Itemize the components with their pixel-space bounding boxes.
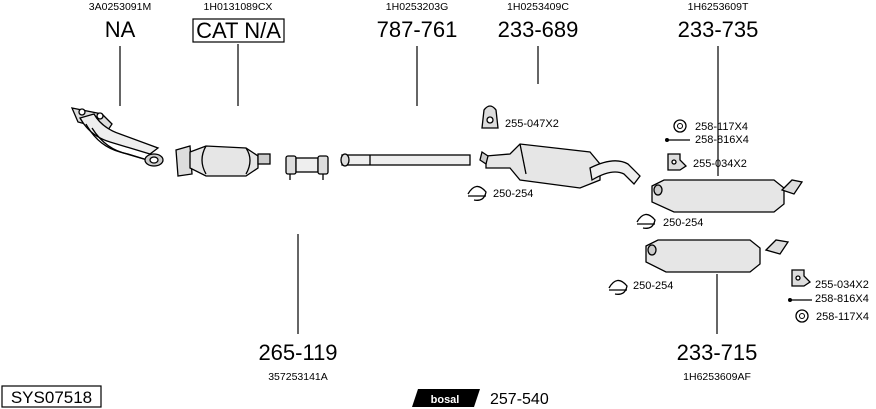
manifold-part (70, 107, 164, 167)
rear-silencer-top-oe-number: 1H6253609T (688, 1, 749, 13)
bottom-bracket-icon (791, 269, 812, 287)
mid-hanger-label: 255-047X2 (505, 118, 559, 130)
catalyst-oe-number: 1H0131089CX (204, 1, 273, 13)
rear-silencer-bottom-oe-number: 1H6253609AF (683, 371, 751, 383)
middle-silencer-part-number: 233-689 (498, 17, 579, 42)
catalyst-part (175, 145, 271, 177)
top-bracket-label: 255-034X2 (693, 158, 747, 170)
rear-silencer-top-part-number: 233-735 (678, 17, 759, 42)
rear-silencer-top-part (651, 179, 804, 213)
mounting-kit-number: 257-540 (490, 391, 549, 408)
bottom-bracket-label: 255-034X2 (815, 279, 869, 291)
bottom-clamp-left-label: 250-254 (633, 280, 673, 292)
mid-clamp-label: 250-254 (493, 188, 533, 200)
manifold-oe-number: 3A0253091M (89, 1, 151, 13)
bosal-logo: bosal (412, 389, 480, 407)
catalyst-part-number: CAT N/A (196, 18, 281, 43)
bottom-ring-icon (795, 309, 809, 323)
bottom-ring-label: 258-117X4 (816, 311, 869, 323)
manifold-part-number: NA (105, 17, 136, 42)
front-pipe-oe-number: 1H0253203G (386, 1, 448, 13)
front-pipe-part (340, 153, 471, 167)
bottom-bolt-icon (788, 298, 812, 302)
rear-silencer-bottom-part (645, 239, 790, 273)
top-bolt-icon (665, 138, 690, 142)
system-code-box (1, 385, 102, 408)
top-bracket-icon (667, 153, 688, 171)
catalyst-number-box (192, 18, 285, 43)
system-code: SYS07518 (11, 388, 92, 407)
mid-clamp-icon (467, 185, 487, 201)
top-clamp-label: 250-254 (663, 217, 703, 229)
connector-part (285, 155, 329, 180)
middle-silencer-part (479, 143, 641, 189)
bottom-bolt-label: 258-816X4 (815, 293, 869, 305)
front-pipe-part-number: 787-761 (377, 17, 458, 42)
connector-part-number: 265-119 (258, 340, 337, 365)
bottom-clamp-left-icon (608, 279, 628, 295)
connector-oe-number: 357253141A (268, 371, 328, 383)
top-ring-icon (673, 119, 687, 133)
middle-silencer-oe-number: 1H0253409C (507, 1, 569, 13)
mid-hanger-icon (481, 105, 499, 129)
top-clamp-icon (636, 213, 656, 229)
bosal-logo-text: bosal (431, 394, 460, 406)
top-ring-label: 258-117X4 (695, 121, 748, 133)
top-bolt-label: 258-816X4 (695, 134, 749, 146)
rear-silencer-bottom-part-number: 233-715 (677, 340, 758, 365)
